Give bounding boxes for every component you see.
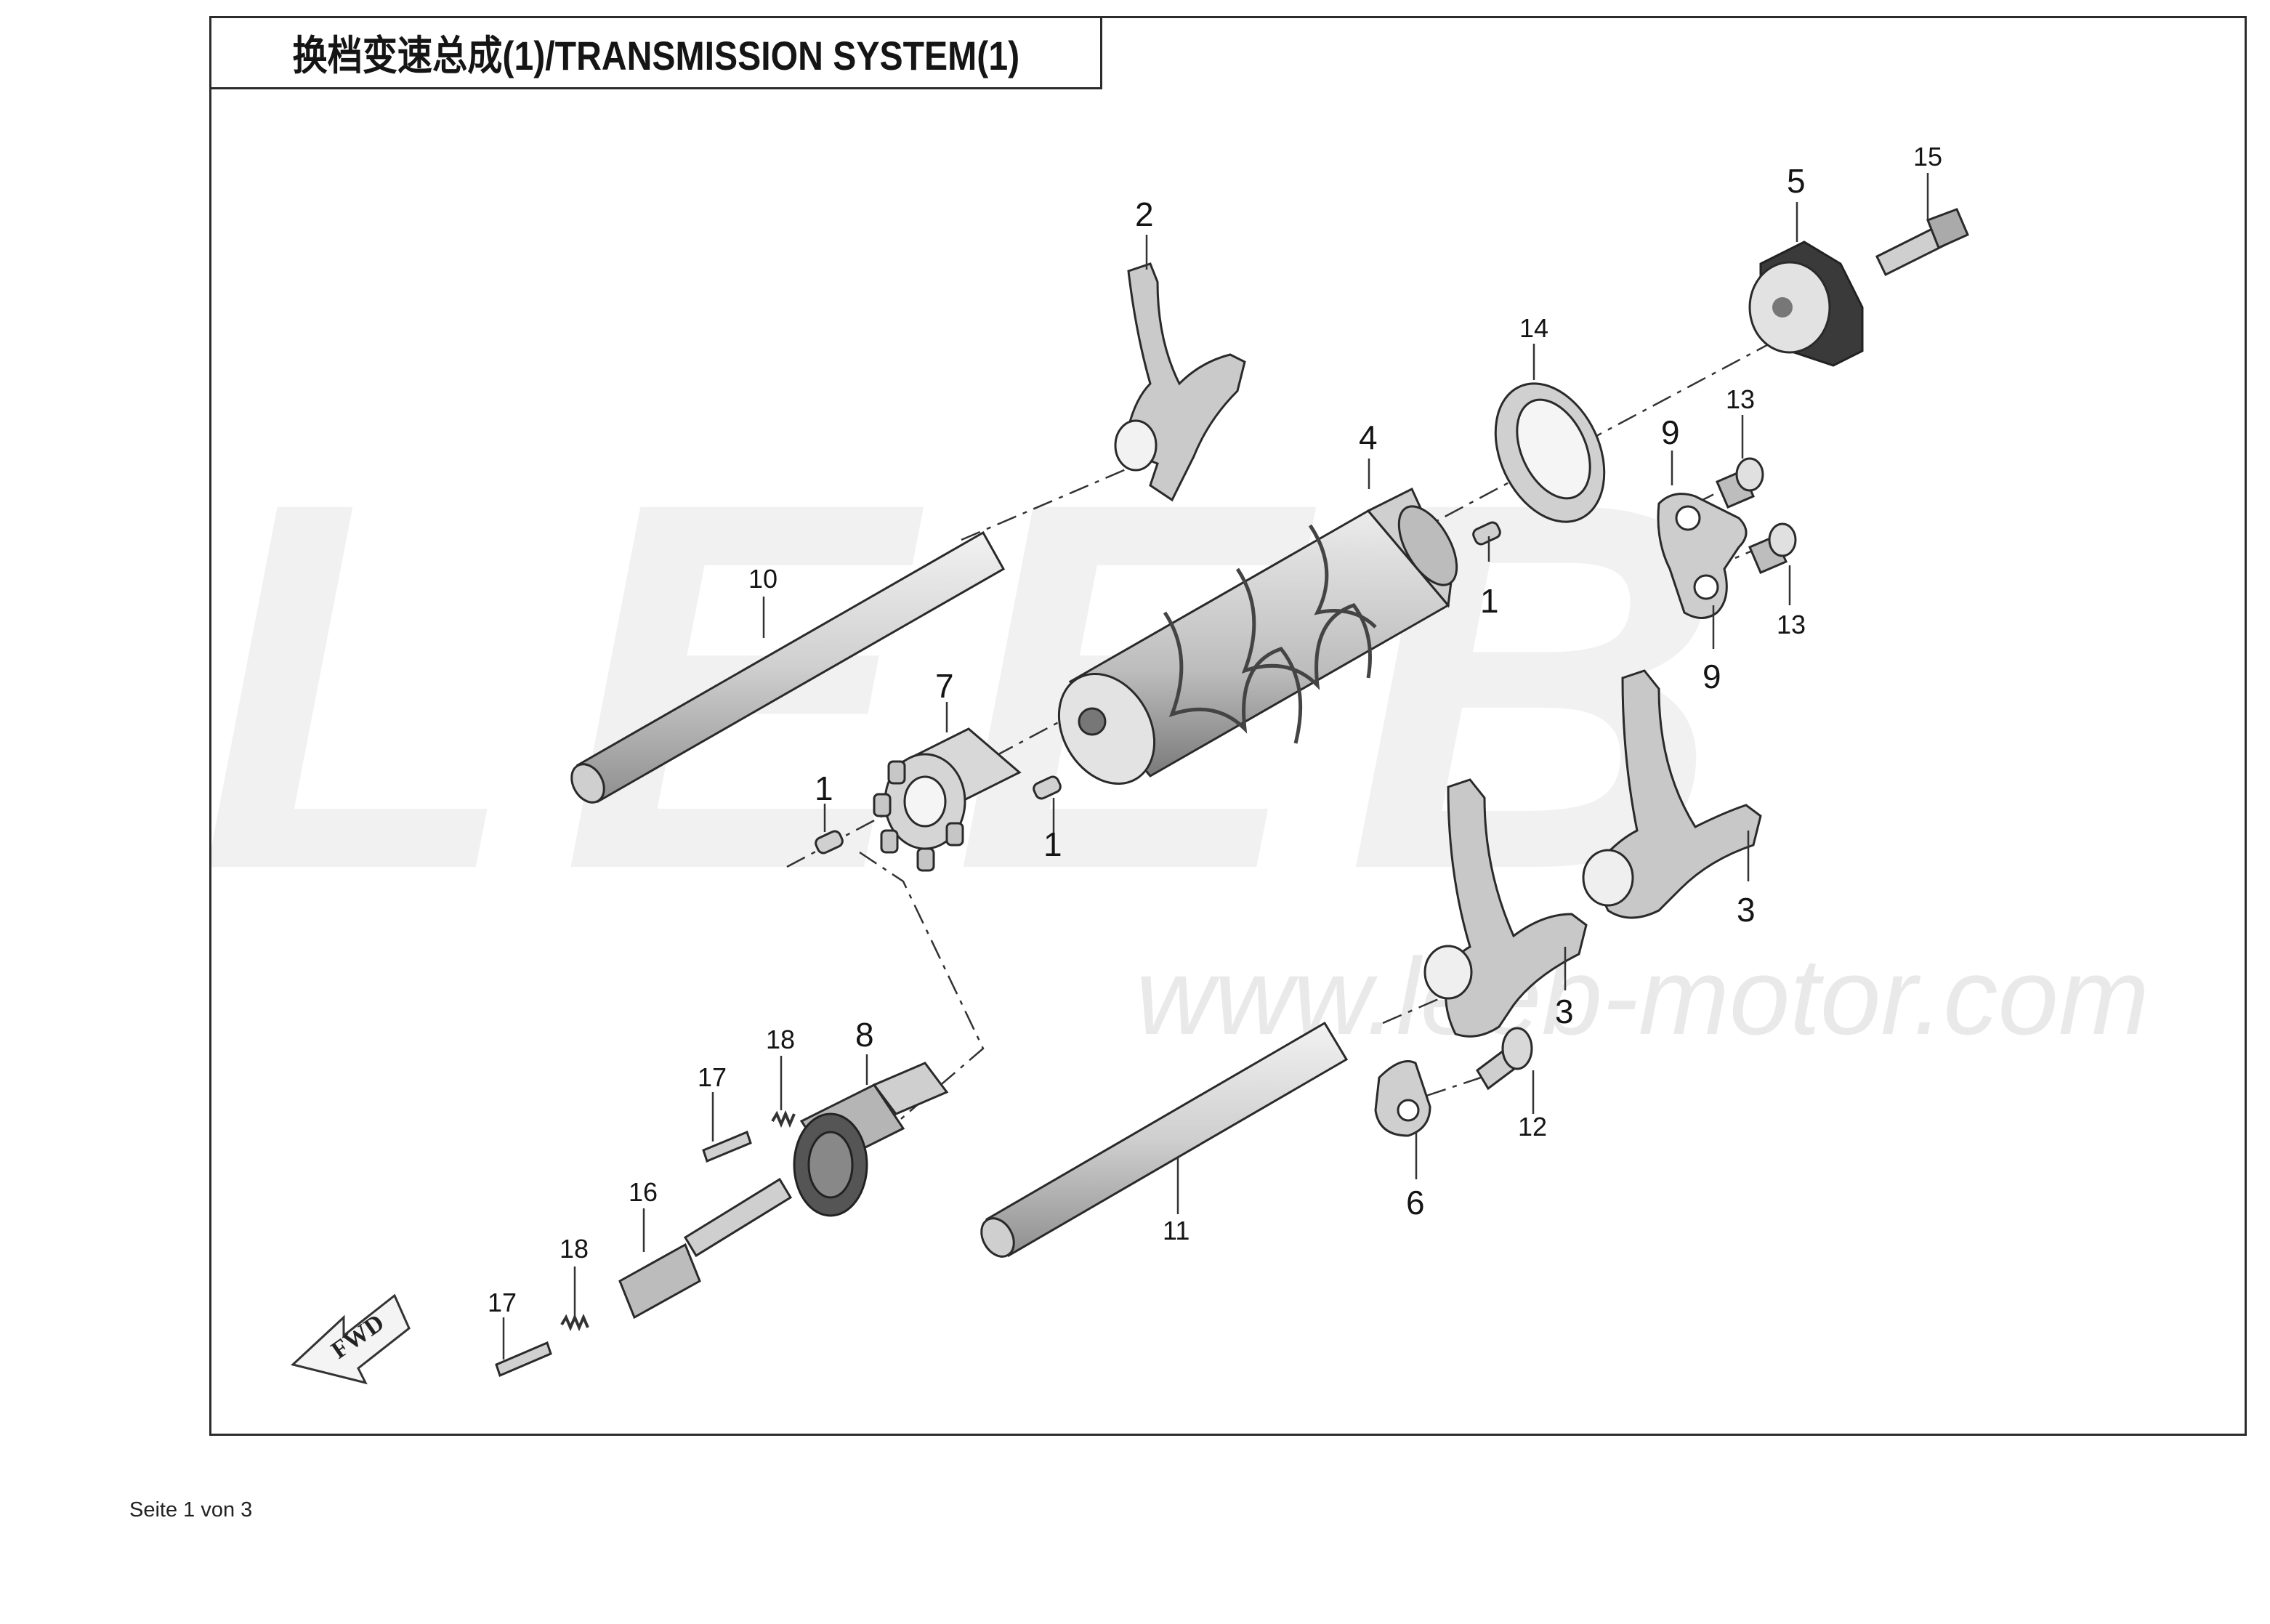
callout-3a: 3 [1555,993,1574,1030]
callout-1c: 1 [1480,582,1499,620]
dowel-pins-1 [815,521,1501,855]
callout-6: 6 [1406,1184,1425,1221]
page-title: 换档变速总成(1)/TRANSMISSION SYSTEM(1) [292,33,1019,78]
callout-13b: 13 [1777,610,1806,639]
fwd-arrow: FWD [290,1293,411,1385]
shift-spindle-16 [618,1177,793,1320]
callout-4: 4 [1359,419,1378,456]
callout-9a: 9 [1661,413,1680,451]
callout-15: 15 [1913,142,1942,171]
shaft-11 [980,1021,1349,1258]
callout-10: 10 [748,564,777,594]
exploded-parts-diagram: LEEB www.leeb-motor.com [211,142,2149,1385]
springs-18 [560,1110,796,1332]
callout-9b: 9 [1702,658,1721,695]
bracket-6 [1374,1060,1431,1137]
callout-2: 2 [1135,195,1154,233]
stopper-plate-9 [1657,493,1748,619]
shift-drum-4 [1057,487,1458,785]
pins-17 [495,1130,752,1378]
shaft-10 [570,530,1006,804]
title-box: 换档变速总成(1)/TRANSMISSION SYSTEM(1) [211,18,1102,89]
screws-13 [1716,457,1797,574]
shift-fork-3a [1423,778,1588,1038]
callout-17b: 17 [488,1288,517,1317]
callout-13a: 13 [1726,384,1755,414]
shift-fork-2 [1114,262,1246,502]
callout-7: 7 [935,667,954,705]
page-footer: Seite 1 von 3 [129,1498,253,1522]
callout-12: 12 [1518,1112,1547,1142]
callout-numbers: 2 4 5 15 14 1 13 13 9 9 10 7 1 1 3 3 12 … [488,142,1942,1317]
callout-11: 11 [1163,1216,1189,1245]
callout-1a: 1 [815,769,833,807]
callout-3b: 3 [1737,891,1756,929]
cam-plate-5 [1748,241,1864,367]
callout-8: 8 [855,1016,874,1054]
callout-18b: 18 [560,1234,589,1264]
callout-16: 16 [629,1177,658,1207]
shift-fork-3b [1582,669,1762,919]
bolt-12 [1476,1027,1533,1091]
callout-1b: 1 [1043,825,1062,863]
bearing-14 [1494,382,1606,523]
shift-shaft-gear-8 [793,1062,949,1217]
callout-17a: 17 [698,1062,727,1092]
diagram-frame: 换档变速总成(1)/TRANSMISSION SYSTEM(1) LEEB ww… [209,16,2247,1436]
leader-lines [502,173,1929,1360]
callout-14: 14 [1519,313,1548,343]
bolt-15 [1875,208,1969,277]
cam-hub-7 [873,727,1022,872]
watermark-website: www.leeb-motor.com [1136,935,2149,1057]
callout-5: 5 [1787,162,1806,200]
watermark-logo: LEEB www.leeb-motor.com [211,393,2149,1057]
callout-18a: 18 [766,1025,795,1054]
